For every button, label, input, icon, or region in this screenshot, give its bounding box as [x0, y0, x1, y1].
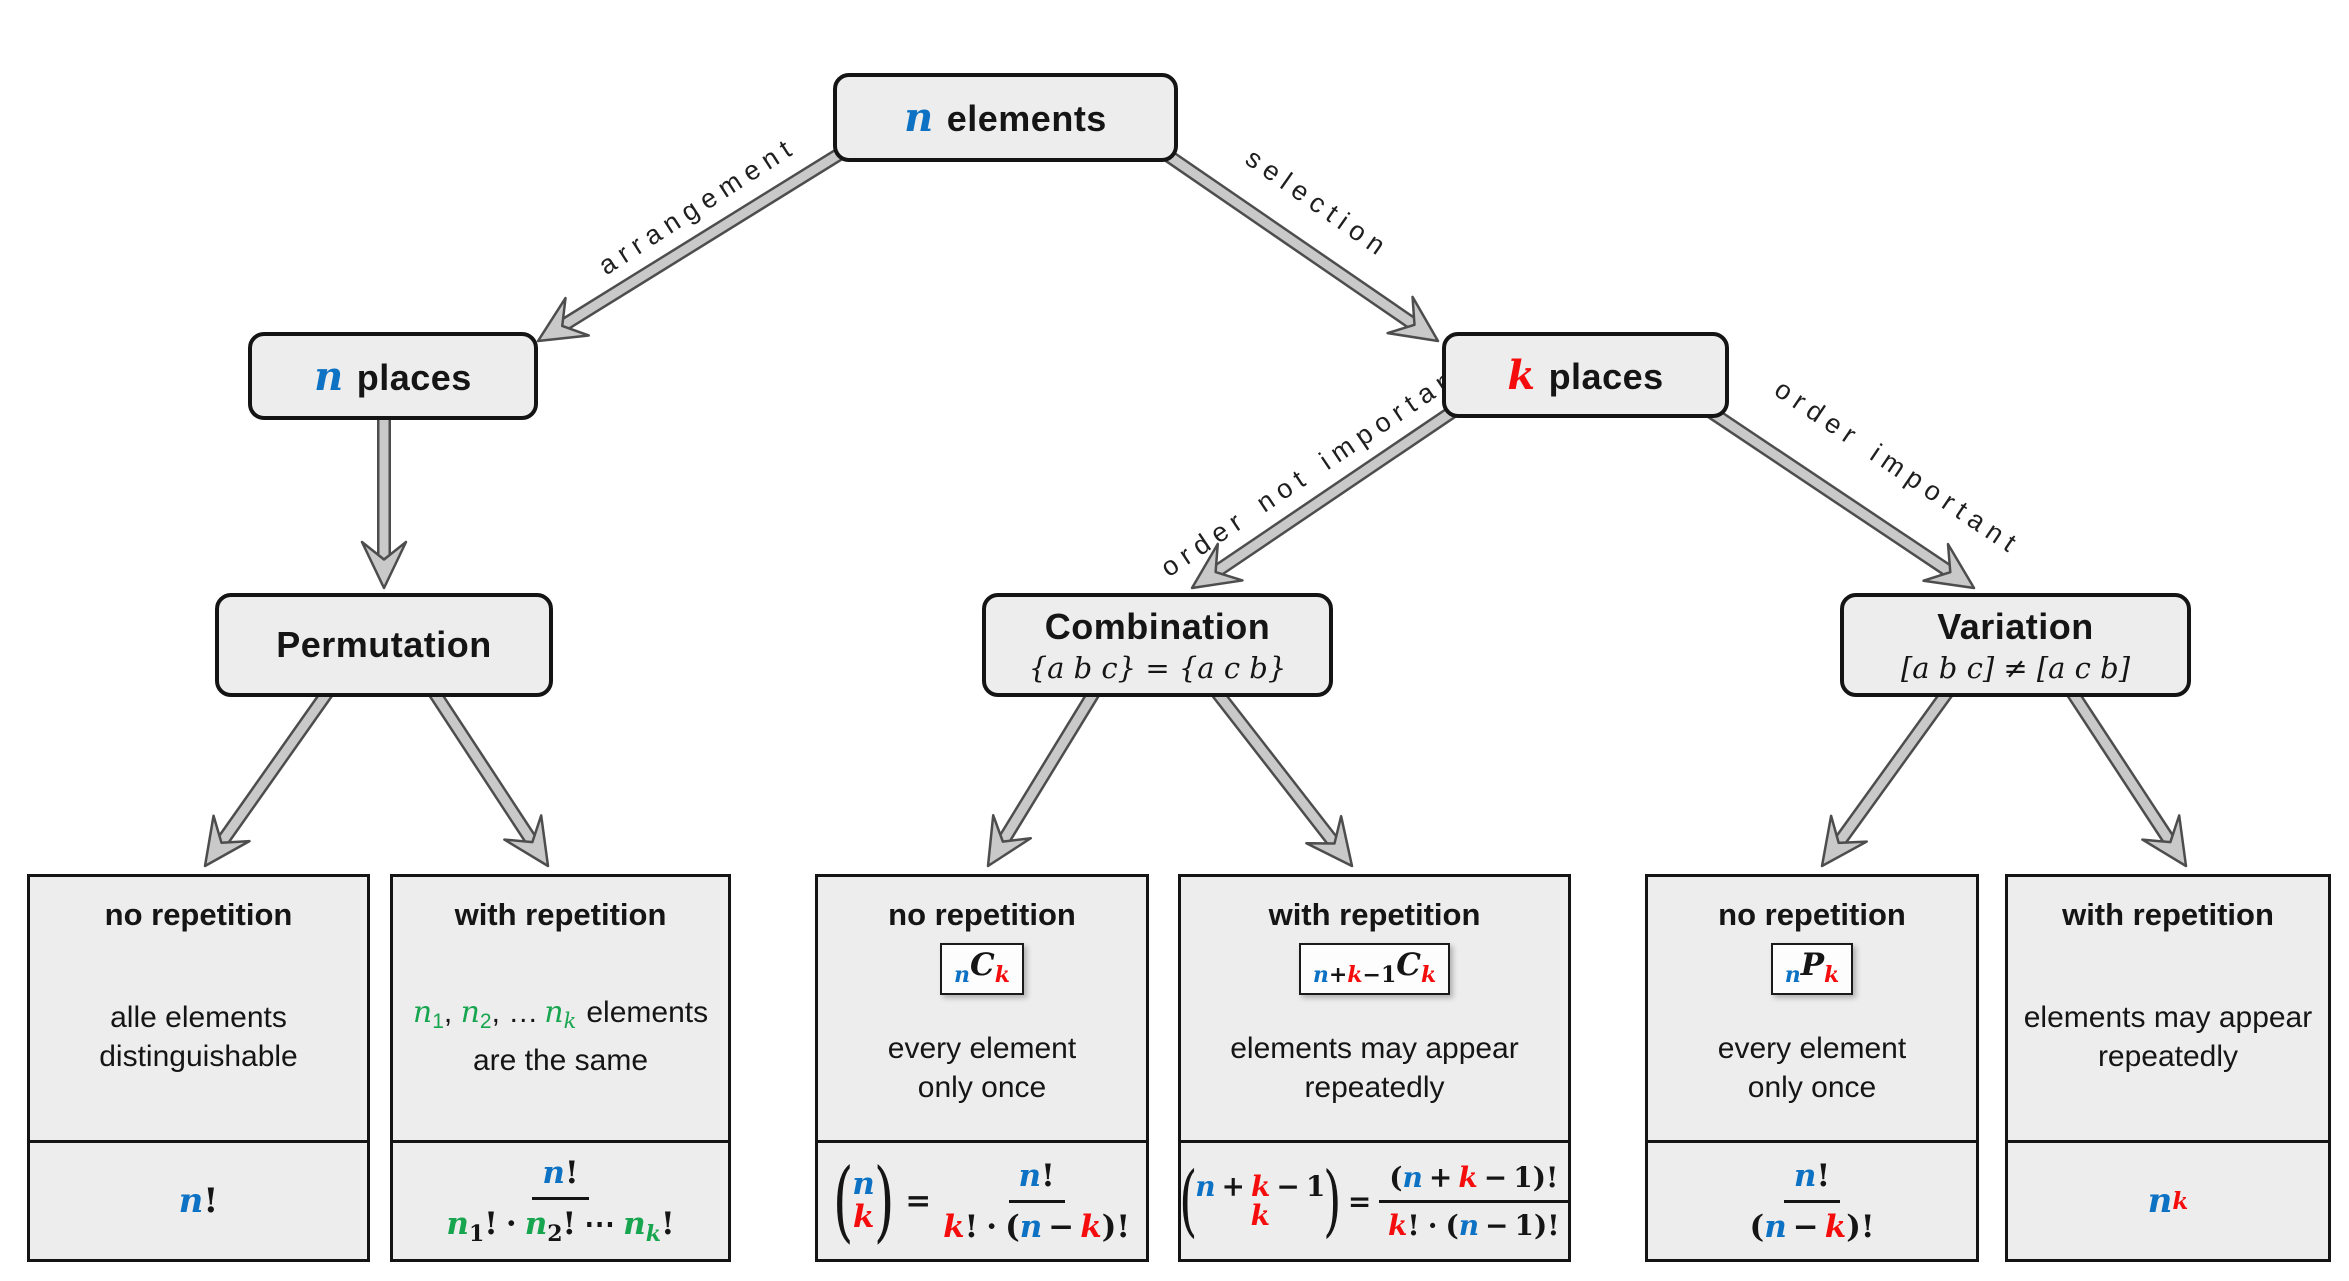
leaf-formula-multiset-permutation: n! n1!·n2!⋯nk! — [446, 1155, 675, 1247]
leaf-description: alle elements distinguishable — [99, 1000, 298, 1073]
leaf-top: no repetition alle elements distinguisha… — [30, 877, 367, 1143]
notation-nCk: nCk — [940, 943, 1024, 995]
leaf-formula-multiset-combinations: ( n+k−1 k ) = (n+k−1)! k!·(n−1)! — [1179, 1143, 1569, 1259]
node-combination-example: {a b c} = {a c b} — [1028, 650, 1287, 685]
leaf-top: with repetition elements may appear repe… — [2008, 877, 2328, 1143]
leaf-header: no repetition — [888, 897, 1076, 932]
leaf-description: every element only once — [887, 1031, 1077, 1104]
leaf-header: no repetition — [1718, 897, 1906, 932]
arrow — [419, 675, 550, 868]
arrow — [1201, 675, 1354, 868]
arrow — [2057, 675, 2188, 868]
leaf-formula-variations: n! (n−k)! — [1749, 1157, 1875, 1245]
node-combination-title: Combination — [1044, 605, 1271, 647]
leaf-formula-n-factorial: n! — [178, 1181, 219, 1221]
leaf-header: with repetition — [1268, 897, 1481, 932]
arrow — [536, 139, 857, 343]
arrow — [1820, 675, 1963, 868]
node-combination: Combination {a b c} = {a c b} — [982, 593, 1333, 697]
node-permutation-title: Permutation — [276, 624, 492, 665]
leaf-top: no repetition nCk every element only onc… — [818, 877, 1146, 1143]
arrow — [203, 675, 343, 868]
leaf-header: with repetition — [2062, 897, 2274, 932]
leaf-top: no repetition nPk every element only onc… — [1648, 877, 1976, 1143]
leaf-header: with repetition — [454, 897, 667, 932]
leaf-description: elements may appear repeatedly — [1230, 1031, 1519, 1104]
notation-nPk: nPk — [1770, 943, 1854, 995]
leaf-permutation-no-repetition: no repetition alle elements distinguisha… — [27, 874, 370, 1262]
leaf-variation-no-repetition: no repetition nPk every element only onc… — [1645, 874, 1979, 1262]
arrow — [1190, 399, 1466, 590]
leaf-description: elements may appear repeatedly — [2023, 1000, 2313, 1073]
arrow — [986, 675, 1109, 868]
node-variation: Variation [a b c] ≠ [a c b] — [1840, 593, 2191, 697]
leaf-variation-with-repetition: with repetition elements may appear repe… — [2005, 874, 2331, 1262]
leaf-combination-with-repetition: with repetition n+k−1Ck elements may app… — [1178, 874, 1571, 1262]
arrow — [360, 402, 408, 590]
arrow — [1149, 139, 1440, 343]
notation-n-plus-k-minus-1-Ck: n+k−1Ck — [1298, 943, 1451, 995]
leaf-header: no repetition — [104, 897, 293, 932]
arrow — [1697, 399, 1976, 590]
leaf-description: every element only once — [1717, 1031, 1907, 1104]
node-variation-example: [a b c] ≠ [a c b] — [1900, 650, 2131, 685]
leaf-top: with repetition n+k−1Ck elements may app… — [1181, 877, 1568, 1143]
node-variation-title: Variation — [1937, 605, 2094, 647]
leaf-combination-no-repetition: no repetition nCk every element only onc… — [815, 874, 1149, 1262]
node-permutation: Permutation — [215, 593, 553, 697]
